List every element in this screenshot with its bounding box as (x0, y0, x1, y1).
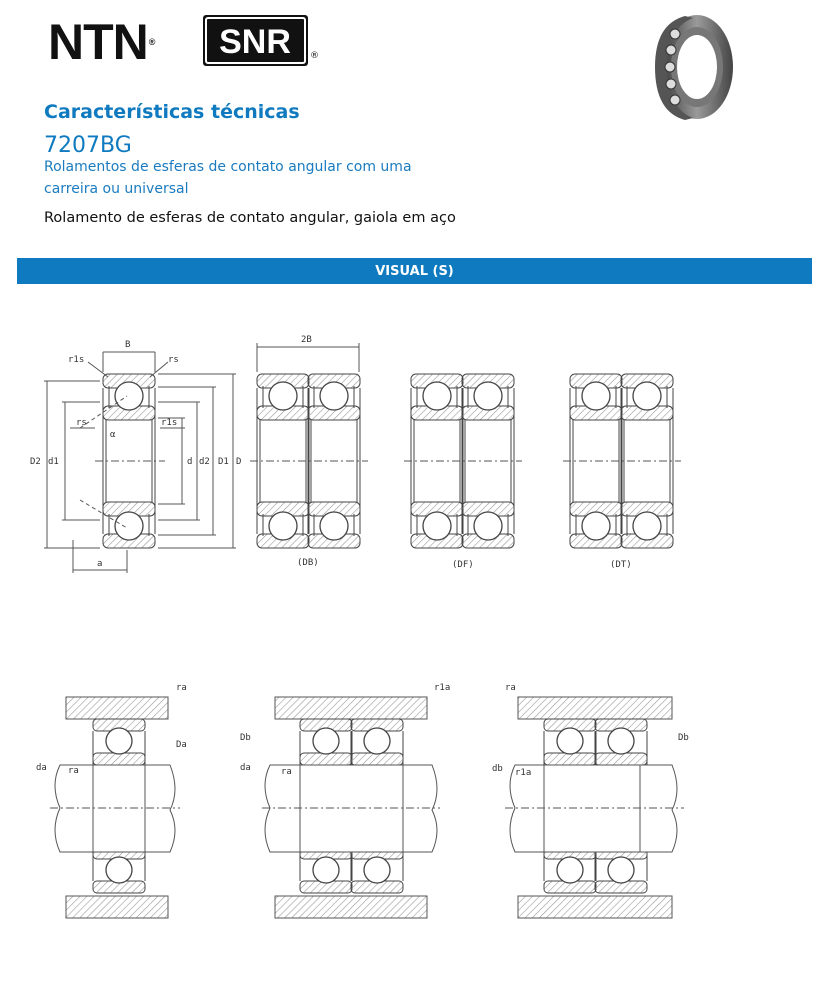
ntn-logo: NTN® (48, 14, 156, 70)
label-2B: 2B (301, 335, 312, 345)
label-Da: Da (176, 740, 187, 750)
section-title: Características técnicas (44, 101, 300, 123)
product-model: 7207BG (44, 133, 132, 158)
snr-registered-mark: ® (310, 51, 319, 61)
label-Db-2: Db (678, 733, 689, 743)
label-D2: D2 (30, 457, 41, 467)
product-description: Rolamento de esferas de contato angular,… (44, 210, 456, 226)
label-ra-4: ra (505, 683, 516, 693)
label-alpha: α (110, 430, 116, 440)
snr-logo (203, 15, 308, 66)
label-r1a-2: r1a (515, 768, 531, 778)
product-category: Rolamentos de esferas de contato angular… (44, 159, 412, 197)
ntn-registered-mark: ® (148, 37, 156, 47)
label-B: B (125, 340, 130, 350)
db-arrangement-drawing (250, 343, 368, 549)
label-ra-1: ra (176, 683, 187, 693)
label-D1: D1 (218, 457, 229, 467)
technical-drawings: B r1s rs rs r1s α D2 d1 d d2 D1 D a 2B (… (30, 335, 689, 919)
snr-logo-mark: SNR (205, 17, 306, 64)
label-r1a-1: r1a (434, 683, 450, 693)
label-ra-2: ra (68, 766, 79, 776)
bearing-product-image (655, 15, 733, 120)
label-d2: d2 (199, 457, 210, 467)
label-r1s-right: r1s (161, 418, 177, 428)
label-a: a (97, 559, 102, 569)
label-DF: (DF) (452, 560, 474, 570)
label-r1s-top: r1s (68, 355, 84, 365)
label-DT: (DT) (610, 560, 632, 570)
label-DB: (DB) (297, 558, 319, 568)
visual-section-band: VISUAL (S) (17, 258, 812, 284)
label-Db-1: Db (240, 733, 251, 743)
label-d: d (187, 457, 192, 467)
snr-logo-text: SNR (219, 23, 291, 61)
mounting-dt-drawing (505, 696, 684, 919)
label-D: D (236, 457, 241, 467)
dt-arrangement-drawing (563, 373, 681, 549)
label-db: db (492, 764, 503, 774)
label-ra-3: ra (281, 767, 292, 777)
df-arrangement-drawing (404, 373, 522, 549)
label-rs-left: rs (76, 418, 87, 428)
mounting-single-drawing (50, 696, 180, 919)
label-da-1: da (36, 763, 47, 773)
label-d1: d1 (48, 457, 59, 467)
label-da-2: da (240, 763, 251, 773)
ntn-logo-text: NTN (48, 14, 149, 70)
label-rs-top: rs (168, 355, 179, 365)
mounting-db-drawing (262, 696, 440, 919)
single-bearing-drawing (44, 351, 236, 573)
